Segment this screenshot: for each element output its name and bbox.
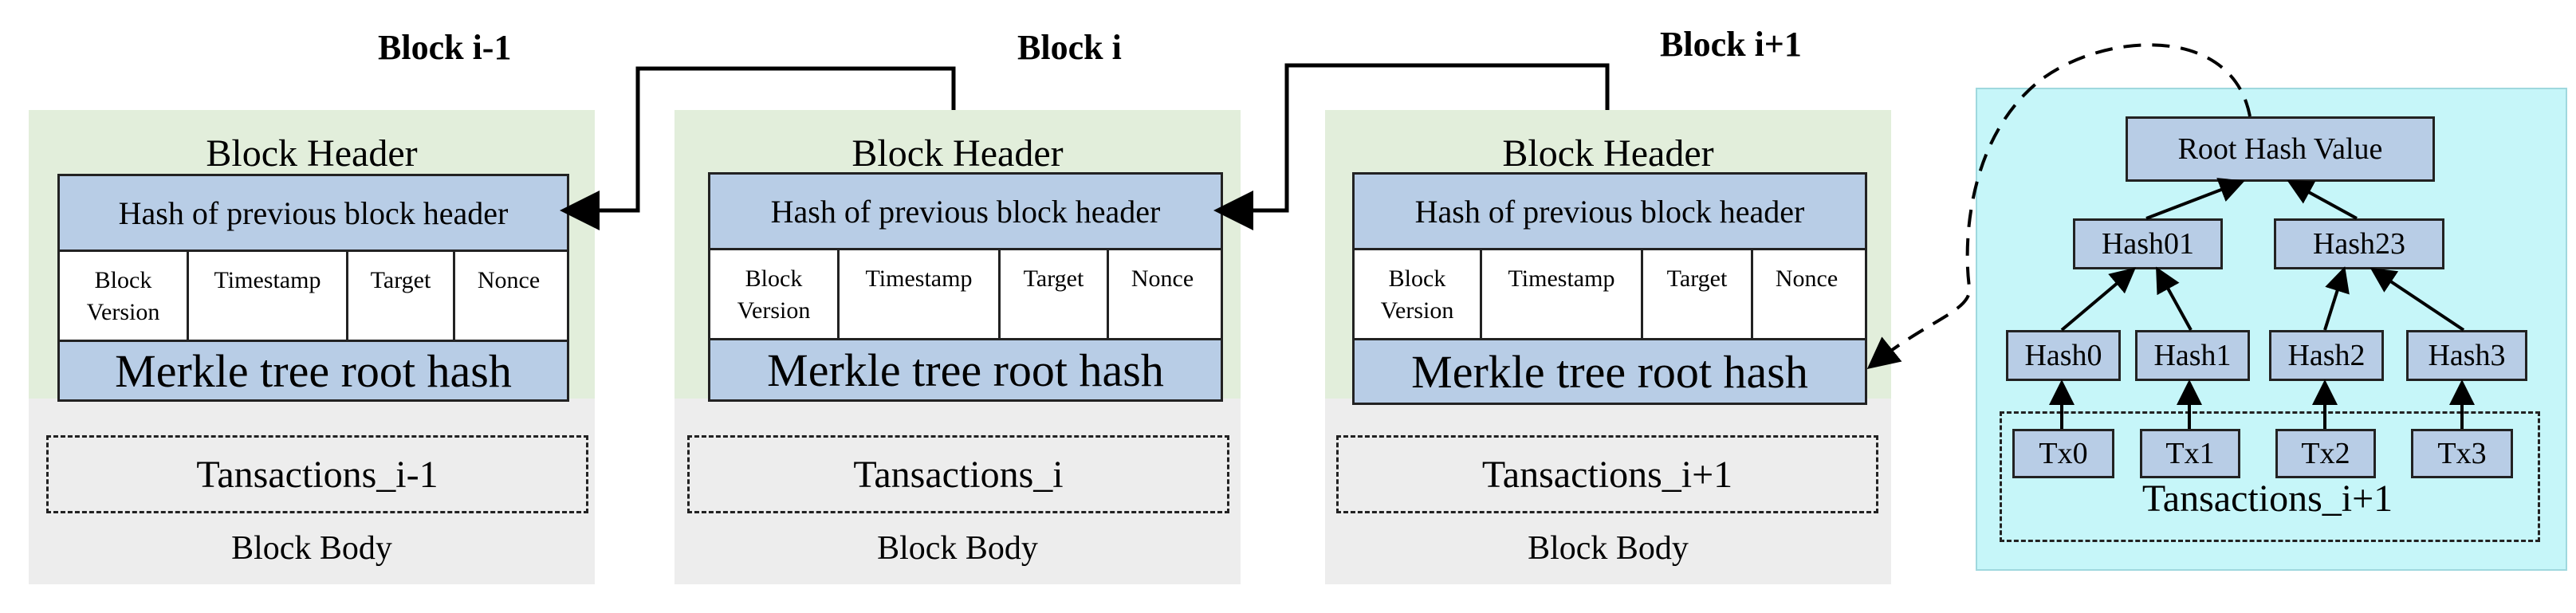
nonce-field: Nonce — [477, 267, 541, 293]
root-hash-node: Root Hash Value — [2126, 116, 2435, 182]
hash0-node: Hash0 — [2006, 330, 2121, 381]
hash23-node: Hash23 — [2274, 218, 2444, 269]
block-header-label: Block Header — [206, 132, 418, 175]
tree-transactions-group — [2000, 411, 2540, 542]
block-header-box: Hash of previous block header Block Vers… — [57, 174, 569, 402]
header-fields-row: Block Version Timestamp Target Nonce — [710, 250, 1221, 338]
transactions-box: Tansactions_i — [687, 435, 1229, 513]
tree-edge — [2323, 266, 2350, 331]
prev-hash-field: Hash of previous block header — [710, 175, 1221, 250]
block-header-label: Block Header — [851, 132, 1064, 175]
header-fields-row: Block Version Timestamp Target Nonce — [1355, 250, 1865, 338]
target-field: Target — [1001, 250, 1109, 338]
prev-block-link — [1213, 63, 1610, 230]
block-body-label: Block Body — [877, 530, 1038, 567]
block-version-field: Block Version — [60, 252, 189, 340]
tree-transactions-label: Tansactions_i+1 — [2141, 477, 2393, 520]
merkle-root-link — [1866, 43, 2252, 370]
prev-hash-field: Hash of previous block header — [1355, 175, 1865, 250]
block-body-area — [1325, 399, 1891, 584]
prev-block-link — [560, 66, 956, 230]
merkle-root-field: Merkle tree root hash — [60, 340, 567, 399]
block-body-label: Block Body — [231, 530, 392, 567]
nonce-field: Nonce — [1775, 265, 1839, 292]
prev-hash-field: Hash of previous block header — [60, 176, 567, 252]
hash01-node: Hash01 — [2073, 218, 2223, 269]
timestamp-field: Timestamp — [840, 250, 1001, 338]
tree-edge — [2060, 267, 2137, 332]
tx0-node: Tx0 — [2012, 429, 2114, 478]
target-field: Target — [1643, 250, 1753, 338]
transactions-box: Tansactions_i-1 — [46, 435, 588, 513]
tree-edge — [2287, 180, 2358, 220]
tx1-node: Tx1 — [2140, 429, 2240, 478]
merkle-root-field: Merkle tree root hash — [710, 338, 1221, 399]
hash3-node: Hash3 — [2406, 330, 2527, 381]
nonce-field: Nonce — [1131, 265, 1194, 292]
block-body-area — [29, 399, 595, 584]
merkle-root-field: Merkle tree root hash — [1355, 338, 1865, 403]
block-header-box: Hash of previous block header Block Vers… — [1352, 172, 1867, 405]
tx2-node: Tx2 — [2275, 429, 2376, 478]
block-title: Block i — [1017, 28, 1122, 67]
header-fields-row: Block Version Timestamp Target Nonce — [60, 252, 567, 340]
block-version-field: Block Version — [710, 250, 840, 338]
block-header-label: Block Header — [1502, 132, 1714, 175]
block-body-area — [674, 399, 1241, 584]
timestamp-field: Timestamp — [1482, 250, 1643, 338]
tree-edge — [2370, 267, 2465, 332]
block-title: Block i+1 — [1660, 25, 1802, 64]
tx3-node: Tx3 — [2411, 429, 2513, 478]
target-field: Target — [348, 252, 455, 340]
hash2-node: Hash2 — [2269, 330, 2384, 381]
block-version-field: Block Version — [1355, 250, 1482, 338]
tree-edge — [2145, 178, 2245, 220]
timestamp-field: Timestamp — [189, 252, 348, 340]
hash1-node: Hash1 — [2135, 330, 2250, 381]
transactions-box: Tansactions_i+1 — [1336, 435, 1878, 513]
block-title: Block i-1 — [378, 28, 512, 67]
block-header-box: Hash of previous block header Block Vers… — [708, 172, 1223, 402]
tree-edge — [2156, 266, 2193, 331]
block-body-label: Block Body — [1528, 530, 1689, 567]
